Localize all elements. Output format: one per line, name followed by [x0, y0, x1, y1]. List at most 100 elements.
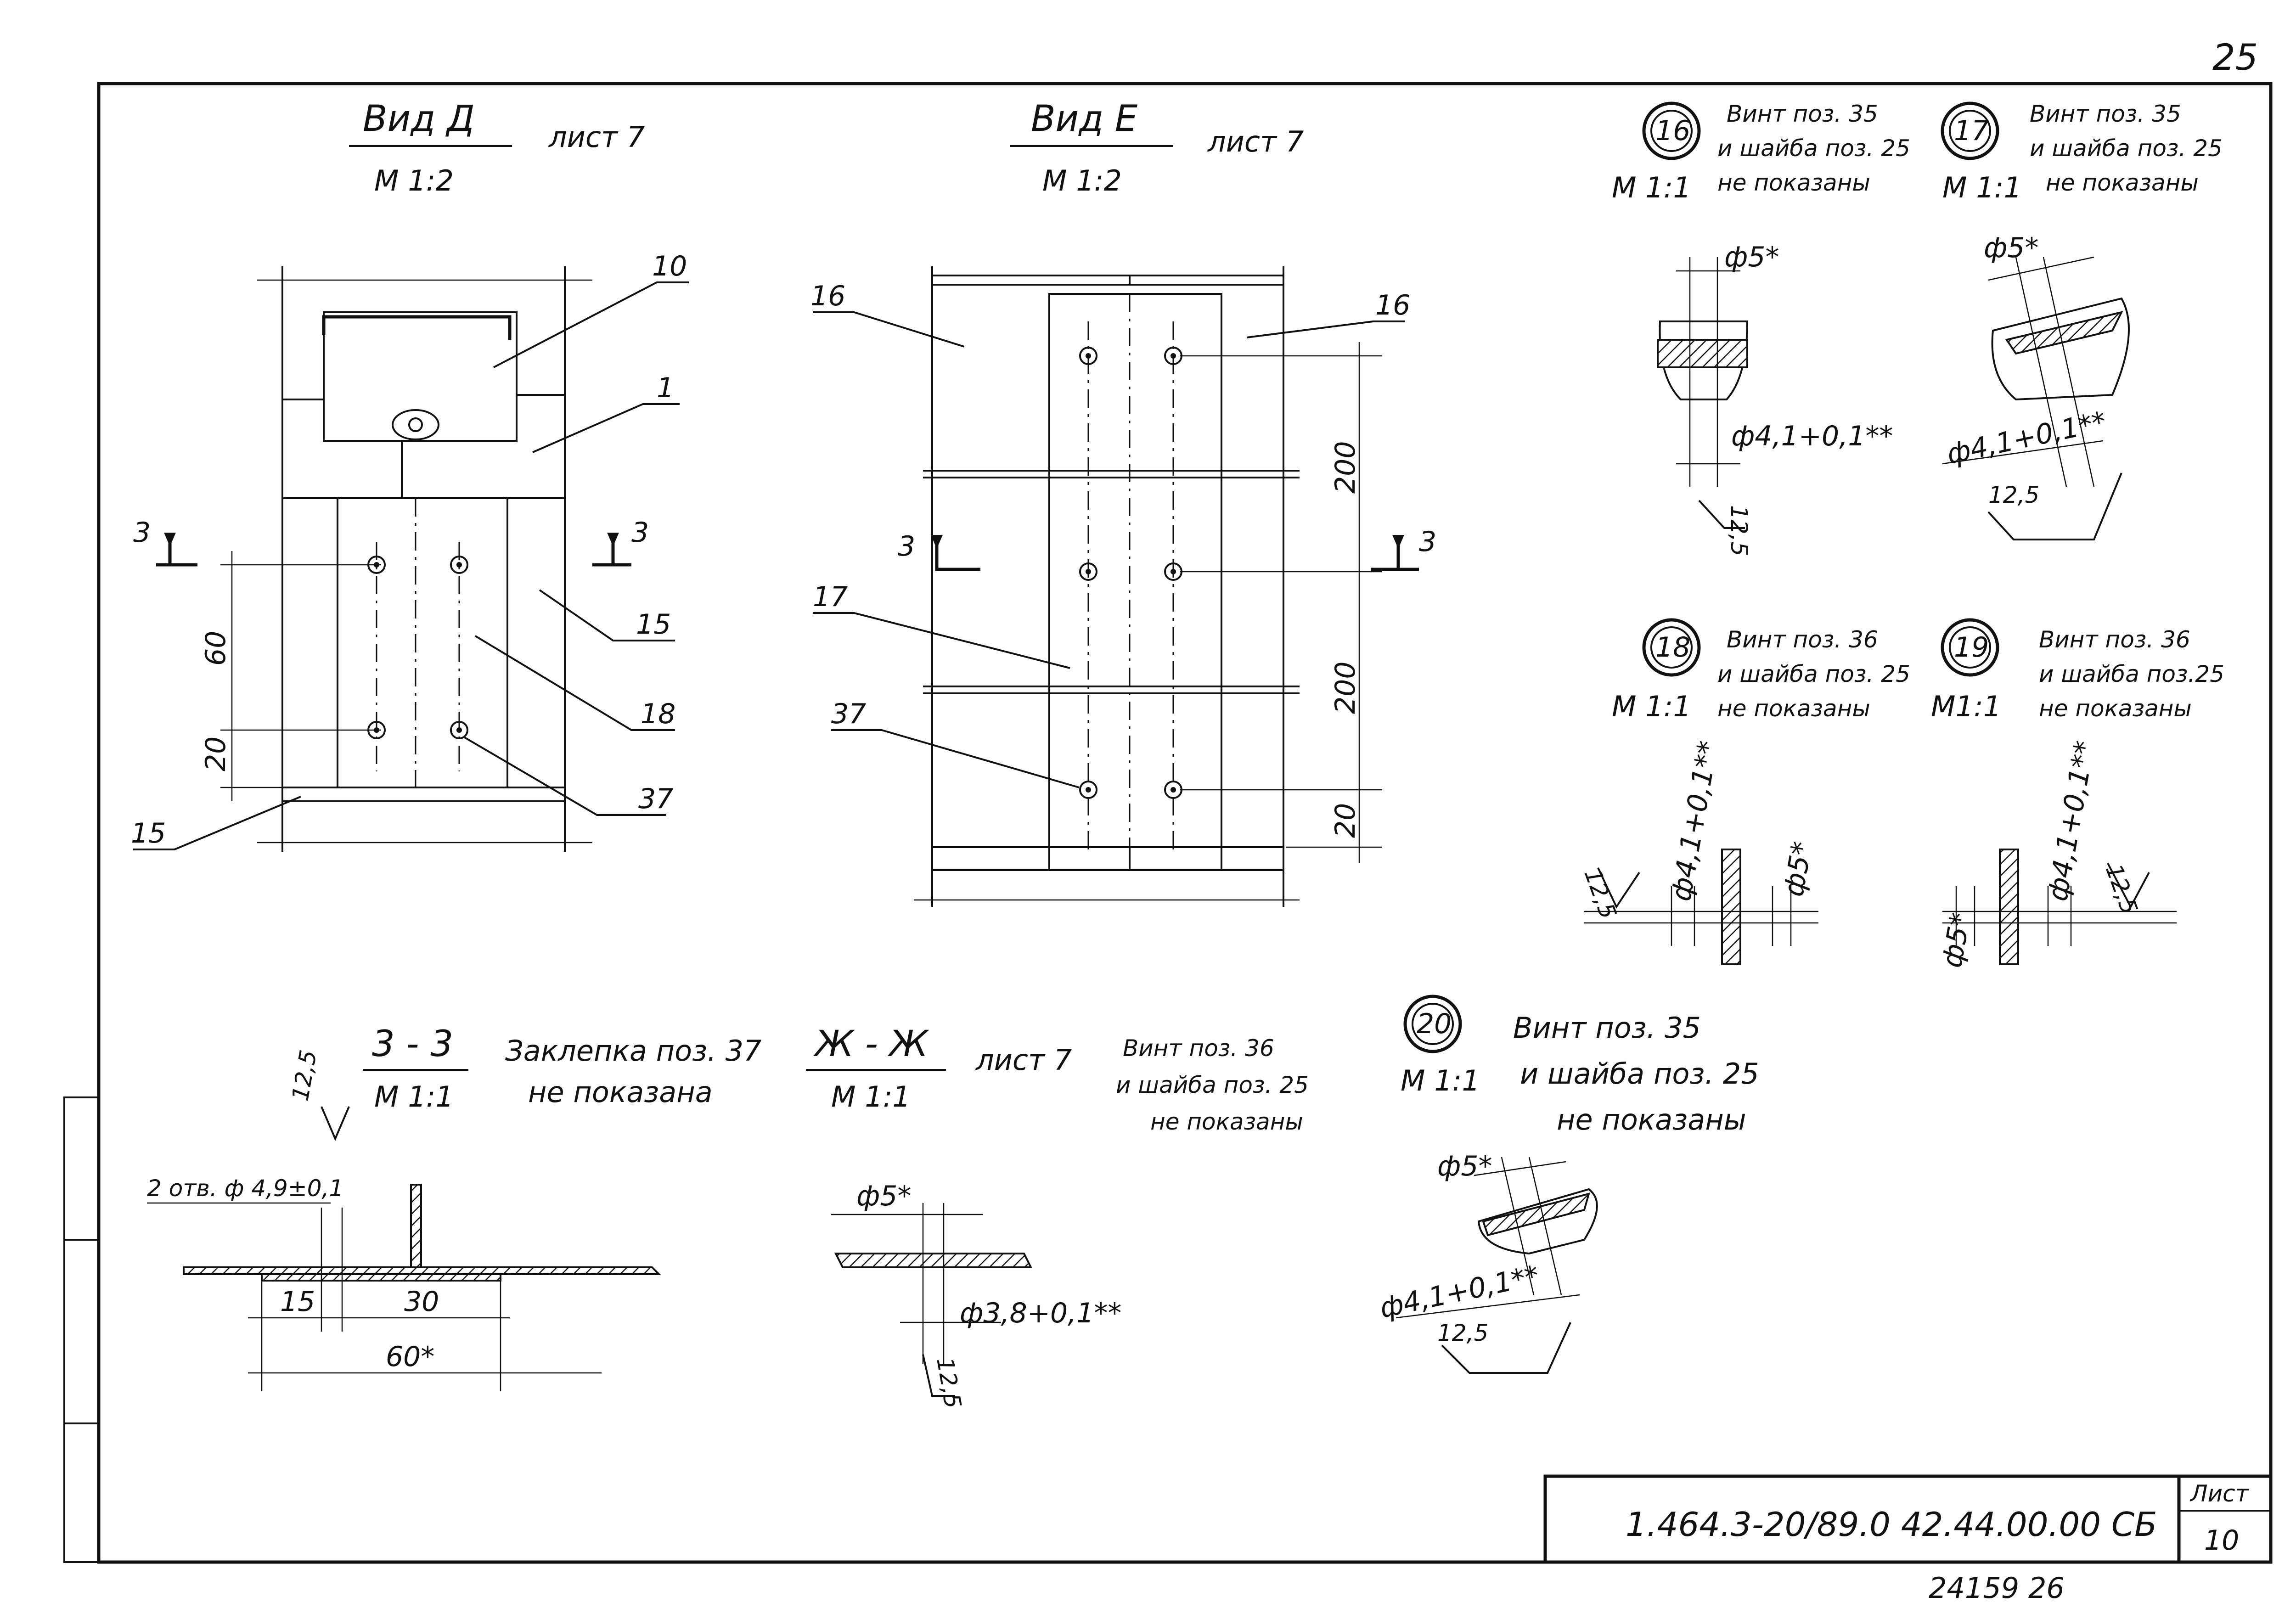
detail-16-dim-top: ф5* — [1724, 241, 1779, 273]
detail-17-dim-top: ф5* — [1984, 232, 2038, 264]
leader-label: 17 — [813, 581, 848, 613]
section-3-3-scale: М 1:1 — [374, 1080, 454, 1113]
binding-strip — [63, 1096, 100, 1563]
detail-19-scale: М1:1 — [1931, 690, 2001, 723]
section-3-3-dim-30: 30 — [404, 1286, 439, 1318]
section-zh-zh-note-3: не показаны — [1150, 1108, 1303, 1135]
view-d-dim-60: 60 — [200, 631, 232, 666]
section-zh-zh-note-1: Винт поз. 36 — [1123, 1035, 1274, 1062]
leader-label: 15 — [131, 817, 166, 849]
section-3-3-holes: 2 отв. ф 4,9±0,1 — [147, 1175, 343, 1202]
detail-16-note-2: и шайба поз. 25 — [1717, 135, 1910, 162]
leader-label: 1 — [657, 372, 674, 404]
archive-number: 24159 26 — [1929, 1571, 2065, 1605]
view-d-dim-20: 20 — [200, 737, 232, 771]
leader-label: 37 — [638, 783, 673, 815]
detail-20-number: 20 — [1417, 1008, 1452, 1040]
section-3-3-dim-60: 60* — [386, 1341, 434, 1373]
detail-20-scale: М 1:1 — [1401, 1064, 1480, 1097]
view-d-scale: М 1:2 — [374, 164, 454, 197]
view-d-leaders: 10 1 15 18 37 15 — [131, 250, 689, 850]
detail-18-rough: 12,5 — [1579, 865, 1622, 922]
section-3-3: 3 - 3 М 1:1 Заклепка поз. 37 не показана… — [147, 1023, 761, 1391]
view-e: Вид Е М 1:2 лист 7 — [810, 98, 1436, 907]
detail-19-dim-b: ф5* — [1936, 911, 1977, 970]
detail-17-note-3: не показаны — [2046, 169, 2199, 196]
section-mark-label: 3 — [631, 517, 649, 549]
detail-18-scale: М 1:1 — [1612, 690, 1691, 723]
detail-17: 17 М 1:1 Винт поз. 35 и шайба поз. 25 не… — [1941, 101, 2223, 540]
leader-label: 16 — [810, 280, 845, 312]
section-zh-zh-scale: М 1:1 — [831, 1080, 911, 1113]
detail-18-note-1: Винт поз. 36 — [1727, 626, 1878, 653]
detail-18-note-3: не показаны — [1717, 695, 1870, 722]
detail-18-dim-a: ф4,1+0,1** — [1665, 738, 1725, 903]
leader-label: 15 — [636, 608, 671, 641]
view-e-section-mark-right: 3 — [1371, 526, 1436, 571]
section-3-3-title: 3 - 3 — [372, 1023, 453, 1065]
section-zh-zh-rough: 12,5 — [931, 1355, 966, 1411]
detail-19-number: 19 — [1954, 631, 1989, 663]
detail-19-note-2: и шайба поз.25 — [2039, 661, 2224, 687]
detail-16-rough: 12,5 — [1726, 505, 1752, 556]
drawing-frame — [97, 82, 2273, 1564]
detail-16-note-1: Винт поз. 35 — [1727, 101, 1878, 127]
view-d-title: Вид Д — [363, 98, 475, 140]
page-number: 25 — [2212, 37, 2258, 79]
detail-20-note-3: не показаны — [1557, 1103, 1746, 1136]
detail-17-rough: 12,5 — [1988, 482, 2039, 508]
section-mark-label: 3 — [1419, 526, 1436, 558]
view-e-rivets — [1079, 347, 1182, 799]
leader-label: 37 — [831, 698, 866, 730]
view-e-title: Вид Е — [1031, 98, 1138, 140]
section-3-3-note-1: Заклепка поз. 37 — [505, 1034, 761, 1068]
detail-19: 19 М1:1 Винт поз. 36 и шайба поз.25 не п… — [1931, 618, 2224, 970]
detail-16-note-3: не показаны — [1717, 169, 1870, 196]
view-e-dim-200-upper: 200 — [1329, 441, 1362, 494]
view-d: Вид Д М 1:2 лист 7 — [131, 98, 689, 852]
leader-label: 10 — [652, 250, 687, 282]
section-zh-zh-title: Ж - Ж — [813, 1023, 929, 1065]
view-d-sheet-ref: лист 7 — [548, 120, 645, 154]
leader-label: 16 — [1375, 289, 1410, 321]
section-mark-label: 3 — [133, 517, 151, 549]
detail-18-dim-b: ф5* — [1778, 839, 1819, 899]
view-e-dim-20: 20 — [1329, 803, 1362, 838]
stamp-sheet-number: 10 — [2204, 1524, 2239, 1557]
detail-18-note-2: и шайба поз. 25 — [1717, 661, 1910, 687]
view-d-section-mark-left: 3 — [133, 517, 197, 567]
section-3-3-dim-15: 15 — [280, 1286, 315, 1318]
detail-19-note-1: Винт поз. 36 — [2039, 626, 2190, 653]
detail-17-note-2: и шайба поз. 25 — [2030, 135, 2223, 162]
detail-20-dim-bottom: ф4,1+0,1** — [1377, 1259, 1542, 1325]
detail-16-dim-bottom: ф4,1+0,1** — [1731, 420, 1893, 452]
section-3-3-note-2: не показана — [528, 1075, 713, 1109]
detail-20: 20 М 1:1 Винт поз. 35 и шайба поз. 25 не… — [1377, 995, 1759, 1374]
detail-20-dim-top: ф5* — [1437, 1150, 1492, 1182]
detail-20-note-2: и шайба поз. 25 — [1520, 1057, 1759, 1091]
detail-17-note-1: Винт поз. 35 — [2030, 101, 2181, 127]
section-zh-zh-dim-bottom: ф3,8+0,1** — [960, 1297, 1121, 1329]
detail-20-rough: 12,5 — [1437, 1320, 1488, 1346]
stamp-code: 1.464.3-20/89.0 42.44.00.00 СБ — [1626, 1505, 2157, 1544]
section-3-3-rough: 12,5 — [287, 1048, 322, 1103]
leader-label: 18 — [641, 698, 675, 730]
detail-19-dim-a: ф4,1+0,1** — [2042, 738, 2101, 903]
detail-16-scale: М 1:1 — [1612, 171, 1691, 204]
view-e-leaders: 16 16 17 37 — [810, 280, 1410, 788]
detail-18-number: 18 — [1655, 631, 1690, 663]
detail-19-note-3: не показаны — [2039, 695, 2192, 722]
section-zh-zh-note-2: и шайба поз. 25 — [1116, 1072, 1309, 1098]
detail-20-note-1: Винт поз. 35 — [1513, 1011, 1701, 1045]
detail-17-number: 17 — [1954, 115, 1989, 147]
view-e-scale: М 1:2 — [1042, 164, 1122, 197]
section-zh-zh-dim-top: ф5* — [856, 1180, 911, 1212]
view-d-rivets — [367, 556, 468, 739]
detail-19-rough: 12,5 — [2100, 860, 2143, 917]
view-d-section-mark-right: 3 — [592, 517, 649, 567]
view-e-section-mark-left: 3 — [898, 530, 980, 571]
view-e-sheet-ref: лист 7 — [1207, 125, 1304, 158]
stamp-sheet-label: Лист — [2189, 1480, 2250, 1507]
detail-18: 18 М 1:1 Винт поз. 36 и шайба поз. 25 не… — [1579, 618, 1910, 965]
